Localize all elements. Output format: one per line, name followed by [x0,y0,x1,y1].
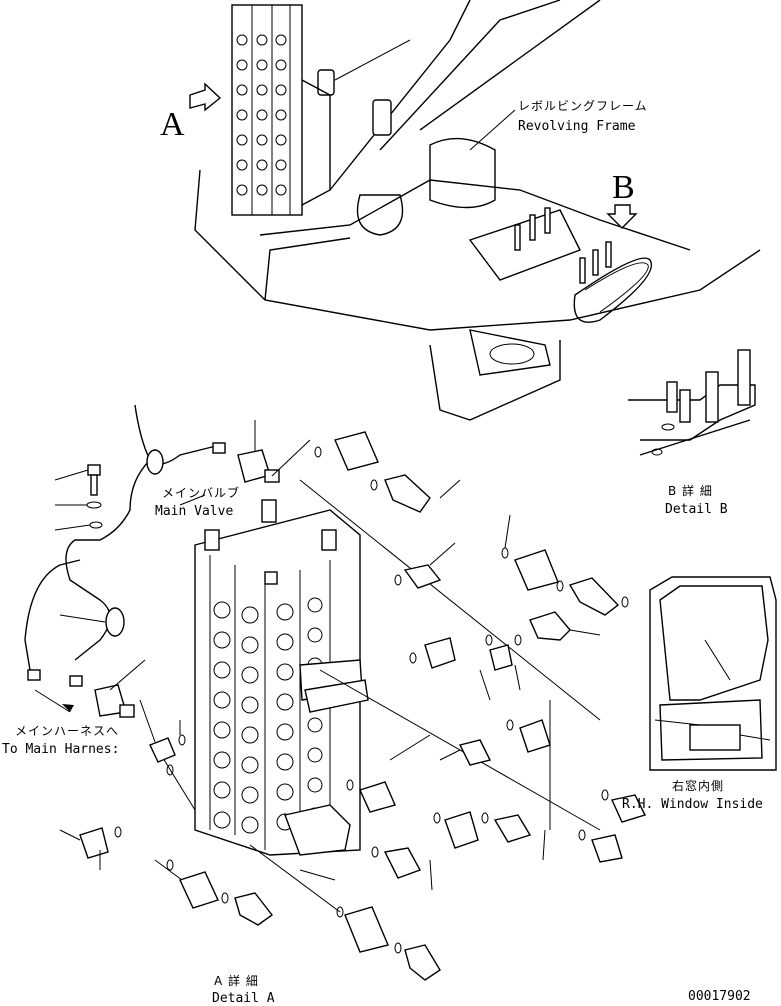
window-inside-jp: 右窓内側 [672,778,724,793]
main-valve-jp: メインバルブ [162,485,240,500]
detail-a-en: Detail A [212,991,275,1006]
detail-b-en: Detail B [665,502,728,517]
to-main-harness-jp: メインハーネスへ [15,724,119,738]
revolving-frame-en: Revolving Frame [518,119,636,134]
view-a-label: A [160,106,185,143]
hose-fittings [59,431,646,981]
main-valve-en: Main Valve [155,504,233,519]
harness-assembly [24,404,311,718]
detail-b-view [628,349,756,456]
drawing-number: 00017902 [688,989,751,1004]
view-b-arrow [606,204,638,229]
main-valve-block [194,499,369,856]
to-main-harness-en: To Main Harnes: [2,742,119,757]
revolving-frame-view [189,0,761,421]
detail-b-jp: B 詳 細 [668,483,713,498]
upper-valve-ports [236,34,287,196]
view-a-arrow [189,82,222,112]
detail-a-jp: A 詳 細 [214,973,259,988]
window-inside-en: R.H. Window Inside [622,797,763,812]
view-b-label: B [612,169,635,206]
revolving-frame-jp: レボルビングフレーム [518,99,648,113]
window-inside-view [649,576,777,771]
